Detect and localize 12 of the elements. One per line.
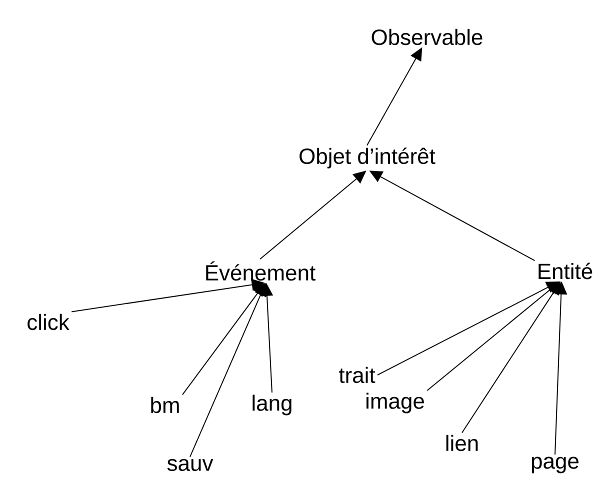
concept-label: page [532, 456, 578, 474]
concept-label: image [366, 392, 424, 414]
concept-label: lien [446, 434, 478, 452]
concept-label: trait [339, 366, 376, 384]
concept-label: Observable [372, 28, 482, 46]
concept-label: bm [151, 396, 179, 414]
concept-label: lang [252, 394, 292, 416]
concept-label: Événement [206, 261, 316, 281]
concept-label: Objet d’intérêt [300, 148, 436, 168]
concept-label: Entité [538, 262, 592, 280]
concept-label: click [28, 314, 70, 330]
concept-label: sauv [167, 458, 214, 472]
